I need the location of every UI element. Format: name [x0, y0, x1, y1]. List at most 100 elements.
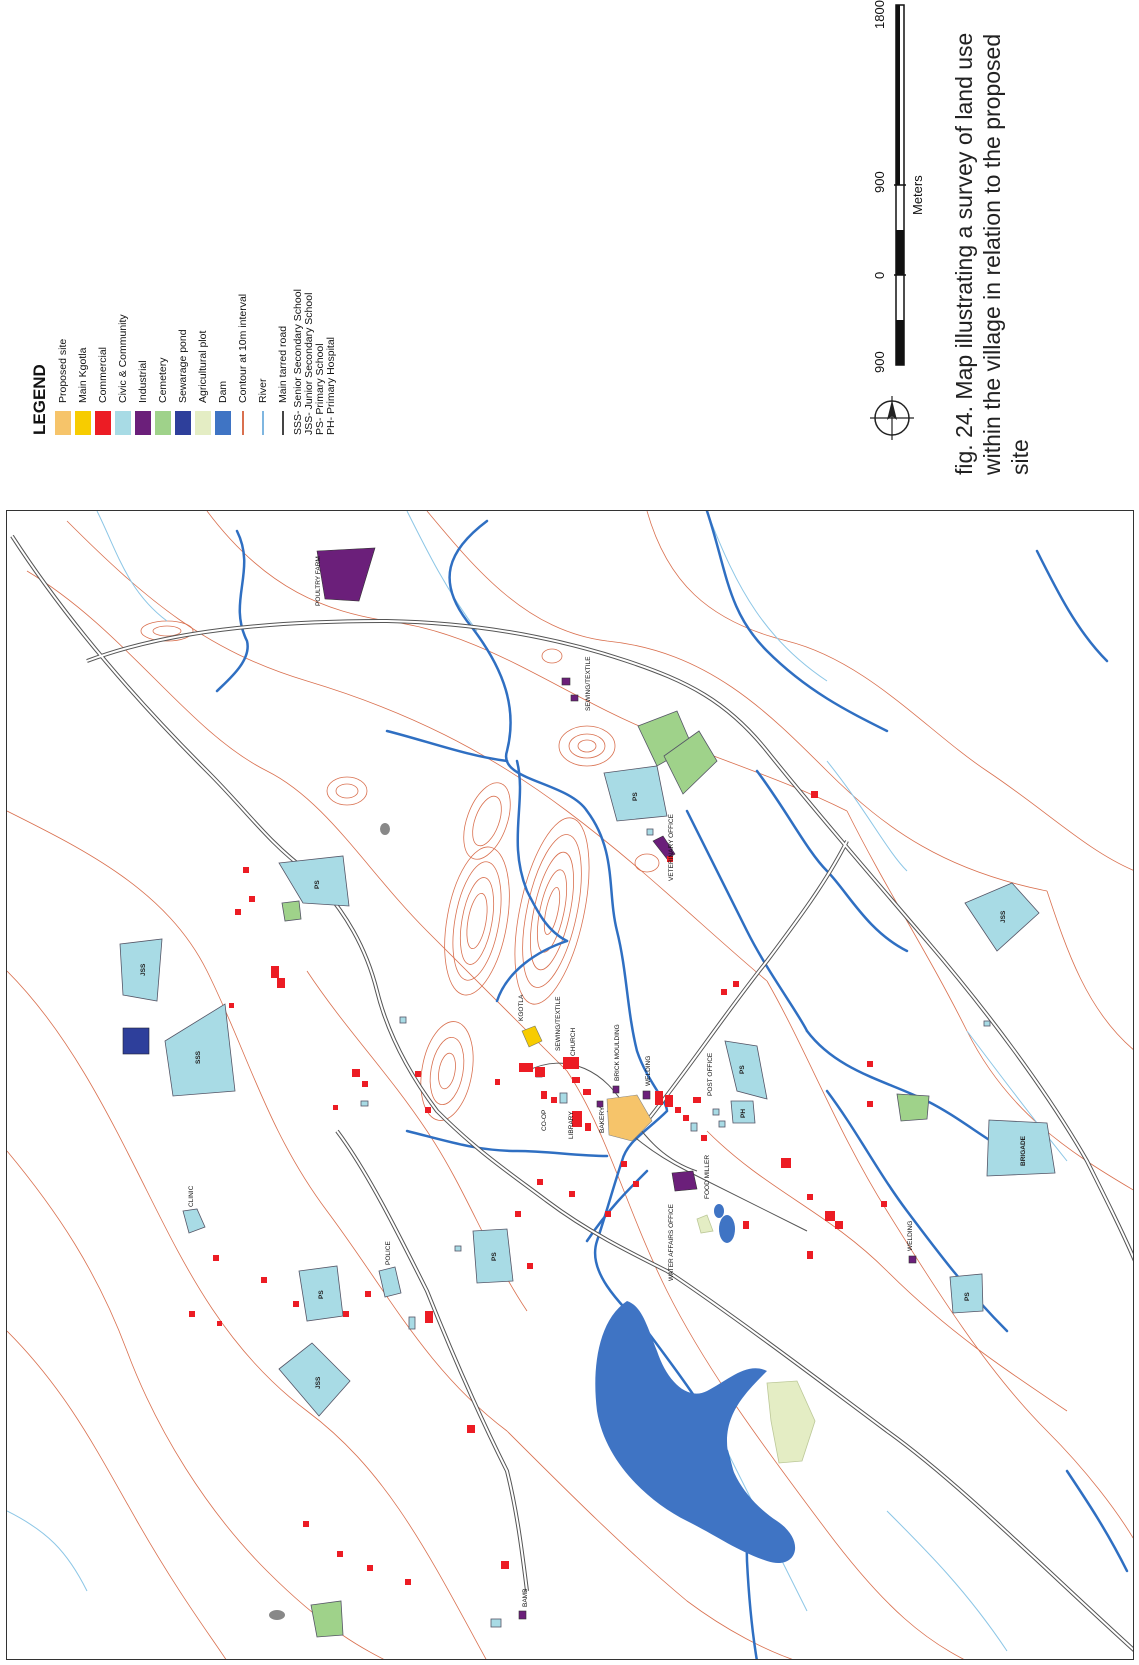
- legend-row: Commercial: [93, 15, 113, 435]
- legend-swatch: [262, 411, 264, 435]
- contour-line: [766, 980, 1133, 1539]
- legend-row: Dam: [213, 15, 233, 435]
- legend-label: Industrial: [137, 360, 149, 403]
- river-branch: [405, 1129, 609, 1158]
- commercial-plot: [811, 791, 818, 798]
- contour-ring: [541, 648, 563, 664]
- label-food-miller: FOOD MILLER: [704, 1155, 711, 1199]
- river-branch: [705, 511, 889, 733]
- legend-swatch: [115, 411, 131, 435]
- contour-line: [506, 1430, 793, 1659]
- civic-small: [646, 828, 654, 836]
- legend-label: Main Kgotla: [77, 347, 89, 403]
- contour-lines: [7, 511, 1133, 1659]
- commercial-plot: [675, 1107, 681, 1113]
- contour-line: [7, 970, 487, 1659]
- food-miller-plot: [671, 1170, 698, 1192]
- main-road: [335, 1129, 529, 1592]
- plot-label-brigade: BRIGADE: [1020, 1135, 1027, 1166]
- label-welding: WELDING: [645, 1056, 652, 1086]
- school-plot-ps: [724, 1040, 768, 1100]
- contour-line: [7, 1330, 227, 1659]
- contour-ring: [522, 834, 582, 988]
- contour-line: [206, 511, 848, 812]
- school-plot-ps: [603, 765, 668, 822]
- school-plot-brigade: [986, 1119, 1056, 1177]
- civic-small: [360, 1100, 369, 1107]
- label-sewing-textile: SEWING/TEXTILE: [555, 996, 562, 1051]
- civic-small: [490, 1618, 502, 1628]
- label-brick-moulding: BRICK MOULDING: [614, 1024, 621, 1081]
- commercial-plot: [835, 1221, 843, 1229]
- contour-ring: [429, 1037, 465, 1105]
- commercial-plot: [781, 1158, 791, 1168]
- commercial-plot: [701, 1135, 707, 1141]
- legend-swatch: [215, 411, 231, 435]
- contour-line: [66, 520, 768, 982]
- stream-line: [7, 1510, 88, 1592]
- contour-line: [1046, 890, 1133, 1050]
- pond: [714, 1204, 724, 1218]
- legend-label: River: [257, 378, 269, 403]
- commercial: [189, 791, 887, 1585]
- north-arrow-icon: [870, 396, 914, 440]
- label-co-op: CO-OP: [541, 1110, 548, 1131]
- commercial-plot: [825, 1211, 835, 1221]
- commercial-plot: [213, 1255, 219, 1261]
- commercial-plot: [337, 1551, 343, 1557]
- commercial-plot: [271, 966, 279, 978]
- sewage-pond: [122, 1027, 150, 1055]
- legend-swatch: [75, 411, 91, 435]
- legend-swatch: [55, 411, 71, 435]
- map-labels: POULTRY FARM SEWING/TEXTILE VETERINARY O…: [140, 556, 1027, 1607]
- civic-community: [119, 765, 1056, 1628]
- commercial-plot: [217, 1321, 222, 1326]
- school-plot-ps: [949, 1273, 984, 1314]
- plot-label-jss: JSS: [140, 963, 147, 976]
- contour-ring: [577, 739, 597, 753]
- commercial-plot: [425, 1311, 433, 1323]
- plot-label-ps: PS: [632, 792, 639, 801]
- commercial-plot: [261, 1277, 267, 1283]
- commercial-plot: [495, 1079, 500, 1085]
- label-kgotla: KGOTLA: [518, 994, 525, 1021]
- commercial-plot: [333, 1105, 338, 1110]
- commercial-plot: [243, 867, 249, 873]
- agricultural-plots: [696, 1214, 816, 1464]
- commercial-plot: [807, 1251, 813, 1259]
- legend-row: Cemetery: [153, 15, 173, 435]
- stream-line: [96, 511, 168, 622]
- scale-unit: Meters: [910, 175, 925, 215]
- label-water-affairs-office: WATER AFFAIRS OFFICE: [668, 1203, 675, 1281]
- legend-label: Dam: [217, 380, 229, 403]
- legend-swatch: [282, 411, 284, 435]
- river-branch: [215, 529, 249, 693]
- commercial-plot: [633, 1181, 639, 1187]
- contour-ring: [326, 776, 368, 806]
- commercial-plot: [249, 896, 255, 902]
- contour-ring: [466, 892, 488, 950]
- commercial-plot: [881, 1201, 887, 1207]
- roads: [10, 534, 1133, 1652]
- commercial-plot: [572, 1077, 580, 1083]
- legend-label: Civic & Community: [117, 314, 129, 403]
- main-kgotla: [521, 1025, 543, 1048]
- streams: [7, 511, 1068, 1652]
- legend-row: Main Kgotla: [73, 15, 93, 435]
- commercial-plot: [365, 1291, 371, 1297]
- school-plot-ps: [472, 1228, 514, 1284]
- contour-ring: [459, 877, 495, 965]
- small-ponds: [714, 1204, 735, 1243]
- industrial-plot: [570, 694, 579, 702]
- label-police: POLICE: [385, 1240, 392, 1265]
- land-use-map[interactable]: POULTRY FARM SEWING/TEXTILE VETERINARY O…: [6, 510, 1134, 1660]
- legend-swatch: [135, 411, 151, 435]
- legend-label: Commercial: [97, 346, 109, 403]
- plot-label-ps: PS: [314, 880, 321, 889]
- proposed-site: [606, 1094, 653, 1142]
- legend-abbreviation: PH- Primary Hospital: [325, 336, 337, 435]
- agri-plot: [766, 1380, 816, 1464]
- school-plot-ps: [278, 855, 350, 907]
- commercial-plot: [189, 1311, 195, 1317]
